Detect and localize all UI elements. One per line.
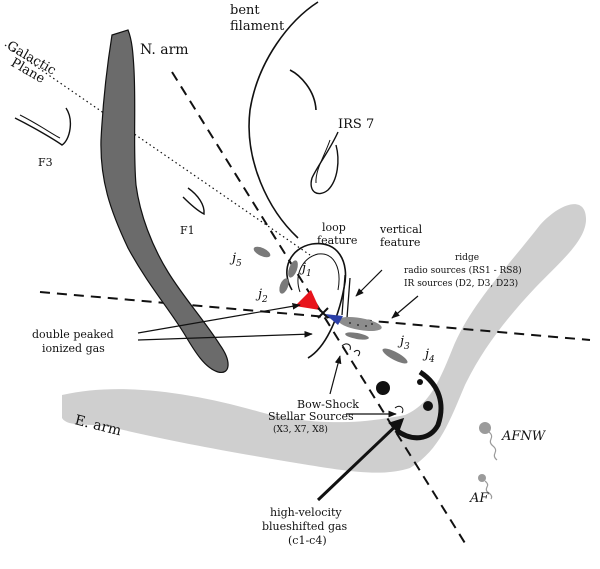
- gas-dot-c2: [423, 401, 433, 411]
- label-bent-filament-2: filament: [230, 19, 285, 34]
- arrow-bow-shock-up: [329, 355, 342, 395]
- dashed-axis-horizontal: [39, 291, 591, 341]
- label-j4: j4: [422, 347, 435, 365]
- arrow-double-peaked-1: [137, 302, 301, 334]
- blob-j3: [345, 332, 369, 340]
- af-wiggle: [484, 480, 493, 500]
- label-ridge-3: IR sources (D2, D3, D23): [404, 278, 518, 289]
- galactic-plane-line: [4, 44, 311, 256]
- arrow-double-peaked-2: [137, 330, 313, 341]
- f3-curve: [14, 107, 72, 146]
- label-ridge-2: radio sources (RS1 - RS8): [404, 265, 522, 276]
- center-cross: [317, 307, 329, 319]
- label-high-velocity-3: (c1-c4): [288, 534, 327, 547]
- f1-curve: [182, 187, 205, 216]
- vertical-feature-lines: [341, 274, 351, 319]
- label-j2: j2: [255, 287, 268, 305]
- gas-dot-c3: [417, 379, 423, 385]
- red-triangle-marker: [295, 290, 320, 310]
- af-source-dot: [478, 474, 486, 482]
- label-af: AF: [469, 491, 489, 506]
- blob-j1: [288, 260, 298, 278]
- arrow-ridge: [391, 295, 419, 319]
- filament-hook: [289, 69, 317, 111]
- label-loop-feature-1: loop: [322, 221, 346, 234]
- afnw-wiggle: [488, 431, 498, 461]
- label-ridge-1: ridge: [455, 253, 479, 263]
- irs7-loop: [310, 131, 339, 195]
- label-vertical-feature-2: feature: [380, 236, 420, 249]
- blob-ridge: [338, 316, 382, 332]
- label-j5: j5: [229, 251, 242, 269]
- label-f3: F3: [38, 156, 53, 169]
- blob-j2: [279, 278, 289, 294]
- n-arm-region: [100, 29, 229, 373]
- label-loop-feature-2: feature: [317, 234, 357, 247]
- bent-filament-curve: [248, 1, 319, 239]
- arrow-high-velocity: [316, 417, 405, 502]
- gas-dot-c1: [376, 381, 390, 395]
- label-high-velocity-2: blueshifted gas: [262, 520, 348, 533]
- loop-feature-curve: [286, 242, 347, 359]
- label-bent-filament-1: bent: [230, 3, 260, 18]
- label-high-velocity-1: high-velocity: [270, 506, 342, 519]
- blob-j4: [382, 348, 408, 364]
- label-j1: j1: [299, 261, 312, 279]
- label-irs7: IRS 7: [338, 117, 374, 132]
- afnw-source-dot: [479, 422, 491, 434]
- label-f1: F1: [180, 224, 195, 237]
- label-afnw: AFNW: [501, 429, 547, 444]
- label-vertical-feature-1: vertical: [379, 223, 423, 236]
- arrow-vertical-feature: [355, 269, 383, 297]
- label-bow-shock-3: (X3, X7, X8): [273, 424, 328, 435]
- high-velocity-arc: [394, 369, 444, 441]
- label-double-peaked-2: ionized gas: [42, 342, 105, 355]
- label-bow-shock-1: Bow-Shock: [297, 398, 359, 411]
- blue-triangle-marker: [325, 314, 343, 325]
- label-j3: j3: [397, 334, 410, 352]
- e-arm-region: [62, 204, 587, 473]
- label-bow-shock-2: Stellar Sources: [268, 410, 354, 423]
- blob-j5-a: [253, 246, 271, 258]
- label-double-peaked-1: double peaked: [32, 328, 114, 341]
- label-n-arm: N. arm: [140, 42, 189, 58]
